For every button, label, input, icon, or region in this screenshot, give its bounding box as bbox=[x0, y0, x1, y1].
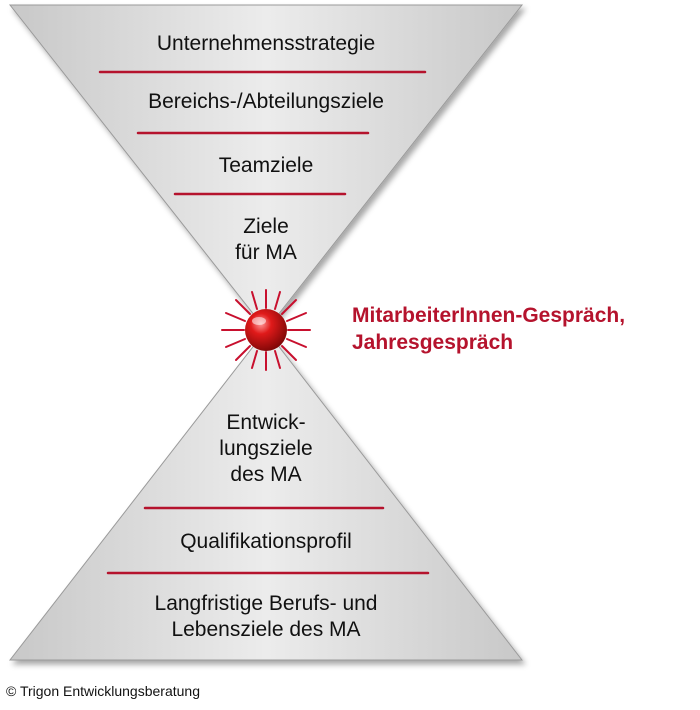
level-label-long-term-goals: Langfristige Berufs- und Lebensziele des… bbox=[154, 592, 378, 641]
bottom-triangle bbox=[8, 329, 524, 661]
employee-dialogue-callout: MitarbeiterInnen-Gespräch, Jahresgespräc… bbox=[352, 304, 626, 354]
ball-highlight bbox=[252, 317, 266, 325]
burst-rays bbox=[221, 289, 311, 371]
copyright-notice: © Trigon Entwicklungsberatung bbox=[6, 683, 200, 699]
level-label-employee-goals: Ziele für MA bbox=[235, 215, 297, 264]
top-triangle bbox=[8, 4, 524, 331]
level-label-strategy: Unternehmensstrategie bbox=[156, 32, 376, 55]
level-label-team-goals: Teamziele bbox=[218, 154, 314, 177]
center-ball bbox=[245, 309, 287, 351]
level-label-qualification-profile: Qualifikationsprofil bbox=[180, 530, 352, 553]
level-label-department-goals: Bereichs-/Abteilungsziele bbox=[148, 90, 384, 113]
level-label-development-goals: Entwick- lungsziele des MA bbox=[219, 411, 313, 486]
